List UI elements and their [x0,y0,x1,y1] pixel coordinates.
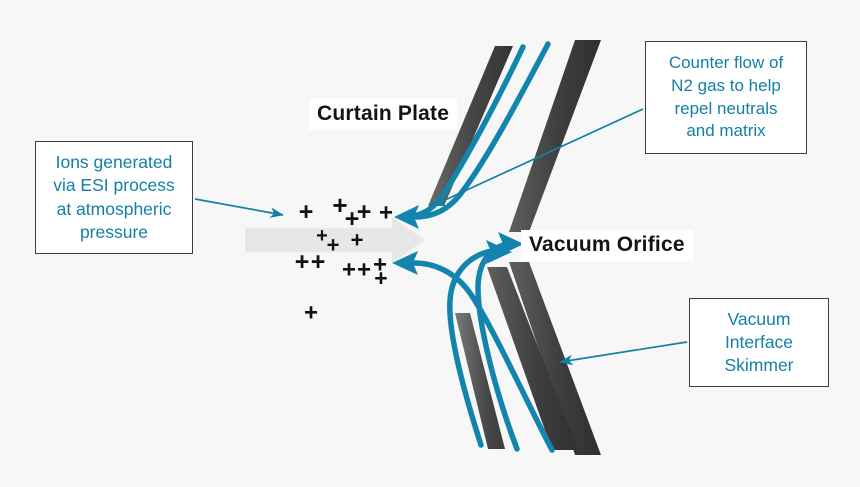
skimmer-plate-lower-inner [487,267,578,450]
ion-charge-symbol: + [342,257,356,284]
ion-charge-symbol: + [357,198,372,226]
ion-charge-symbol: + [373,252,387,279]
ion-charge-symbol: + [379,200,393,227]
ion-charge-symbol: + [299,198,314,226]
ion-charge-symbol: + [374,265,387,291]
label-vacuum-orifice: Vacuum Orifice [521,230,693,261]
leader-line-counter-flow [431,108,644,207]
ion-charge-symbol: + [295,248,310,276]
skimmer-plate-upper [428,46,513,206]
ion-charge-symbol: + [357,257,371,284]
ion-beam-arrow [245,217,425,263]
skimmer-plate-lower [455,313,505,449]
vacuum-orifice-inflow-curves [447,241,520,452]
ion-charge-symbol: + [316,225,328,247]
leader-line-ions [194,198,284,218]
ion-charge-symbol: + [304,300,318,327]
ion-charge-symbol: + [345,205,360,233]
ion-charge-symbol: + [332,190,347,220]
vacuum-orifice-arrowhead-lower [486,240,512,264]
callout-ions-generated: Ions generated via ESI process at atmosp… [35,141,193,254]
label-curtain-plate: Curtain Plate [309,99,458,130]
ion-charge-symbol: + [327,233,340,258]
ion-charge-symbol: + [351,228,364,253]
counter-flow-curves-upper [401,41,551,220]
counter-flow-arrowhead-lower [392,251,418,275]
curtain-plate-lower [509,262,601,455]
callout-vacuum-interface-skimmer: Vacuum Interface Skimmer [689,298,829,387]
leader-line-skimmer [559,341,688,366]
ion-charge-symbol: + [311,248,326,276]
ion-charge-group: +++++++++++++++ [295,190,393,327]
counter-flow-arrowhead-upper [394,205,419,229]
callout-counter-flow: Counter flow of N2 gas to help repel neu… [645,41,807,154]
curtain-plate-upper [509,40,601,232]
